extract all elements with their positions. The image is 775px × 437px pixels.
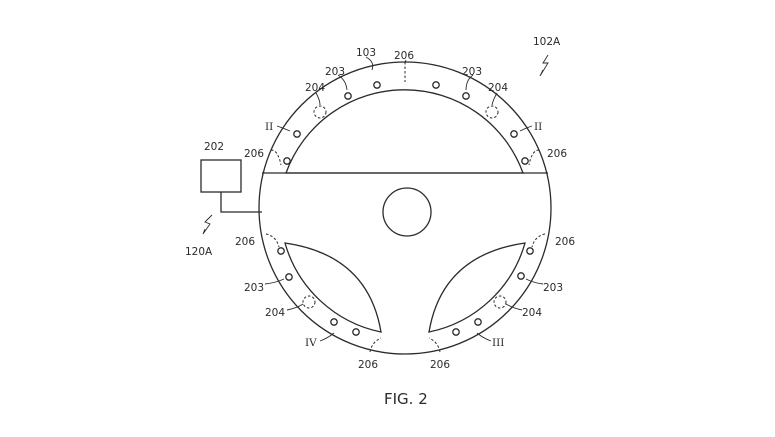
leader-line bbox=[404, 59, 407, 65]
sensor-dot bbox=[462, 92, 470, 100]
label-204: 204 bbox=[265, 307, 285, 319]
zone-boundary bbox=[270, 149, 282, 166]
sensor-dot bbox=[521, 157, 529, 165]
sensor-dot bbox=[474, 318, 482, 326]
sensor-dot bbox=[330, 318, 338, 326]
leader-line bbox=[465, 74, 474, 91]
leader-line bbox=[264, 278, 285, 285]
label-206: 206 bbox=[547, 148, 567, 160]
label-206: 206 bbox=[235, 236, 255, 248]
label-206: 206 bbox=[394, 50, 414, 62]
lower-right-opening bbox=[428, 242, 526, 333]
pad-circle bbox=[313, 105, 327, 119]
label-202: 202 bbox=[204, 141, 224, 153]
sensor-dot bbox=[452, 328, 460, 336]
pad-circle bbox=[302, 295, 316, 309]
label-204: 204 bbox=[488, 82, 508, 94]
sensor-dot bbox=[432, 81, 440, 89]
pad-circle bbox=[485, 105, 499, 119]
zone-group bbox=[265, 62, 546, 353]
zone-boundary bbox=[369, 337, 382, 353]
sensor-dot bbox=[373, 81, 381, 89]
label-206: 206 bbox=[358, 359, 378, 371]
leader-line bbox=[315, 92, 321, 106]
zone-boundary bbox=[265, 233, 280, 248]
label-203: 203 bbox=[325, 66, 345, 78]
label-103: 103 bbox=[356, 47, 376, 59]
sensor-dot bbox=[283, 157, 291, 165]
pad-group bbox=[302, 105, 507, 309]
label-204: 204 bbox=[305, 82, 325, 94]
label-ii: II bbox=[534, 121, 542, 133]
sensor-dot bbox=[517, 272, 525, 280]
label-206: 206 bbox=[430, 359, 450, 371]
label-ii: II bbox=[265, 121, 273, 133]
label-206: 206 bbox=[555, 236, 575, 248]
label-203: 203 bbox=[543, 282, 563, 294]
leader-line bbox=[525, 278, 544, 285]
lower-left-opening bbox=[284, 242, 382, 333]
leader-lines bbox=[264, 56, 544, 342]
controller-box bbox=[200, 159, 242, 193]
label-206: 206 bbox=[244, 148, 264, 160]
arrow-120a bbox=[202, 214, 213, 235]
label-203: 203 bbox=[244, 282, 264, 294]
sensor-dot bbox=[277, 247, 285, 255]
leader-line bbox=[319, 332, 335, 342]
label-203: 203 bbox=[462, 66, 482, 78]
label-102a: 102A bbox=[533, 36, 561, 48]
leader-line bbox=[519, 125, 533, 132]
sensor-dot bbox=[352, 328, 360, 336]
leader-line bbox=[505, 303, 523, 311]
leader-line bbox=[491, 92, 498, 106]
zone-boundary bbox=[428, 337, 441, 353]
pad-circle bbox=[493, 295, 507, 309]
wheel-outer-rim bbox=[258, 61, 552, 355]
figure-caption: FIG. 2 bbox=[384, 390, 428, 408]
label-120a: 120A bbox=[185, 246, 213, 258]
leader-line bbox=[476, 332, 492, 342]
wheel-hub bbox=[382, 187, 432, 237]
sensor-dot bbox=[510, 130, 518, 138]
sensor-group bbox=[277, 81, 534, 336]
leader-line bbox=[337, 74, 348, 91]
sensor-dot bbox=[526, 247, 534, 255]
leader-line bbox=[365, 56, 374, 71]
label-iii: III bbox=[492, 337, 504, 349]
zone-boundary bbox=[531, 233, 546, 248]
controller-wire bbox=[220, 192, 262, 213]
leader-line bbox=[276, 125, 291, 132]
label-iv: IV bbox=[305, 337, 317, 349]
upper-opening bbox=[285, 89, 524, 174]
sensor-dot bbox=[285, 273, 293, 281]
label-204: 204 bbox=[522, 307, 542, 319]
sensor-dot bbox=[344, 92, 352, 100]
sensor-dot bbox=[293, 130, 301, 138]
zone-boundary bbox=[528, 149, 540, 166]
arrow-102a bbox=[539, 54, 549, 77]
leader-line bbox=[286, 303, 304, 311]
